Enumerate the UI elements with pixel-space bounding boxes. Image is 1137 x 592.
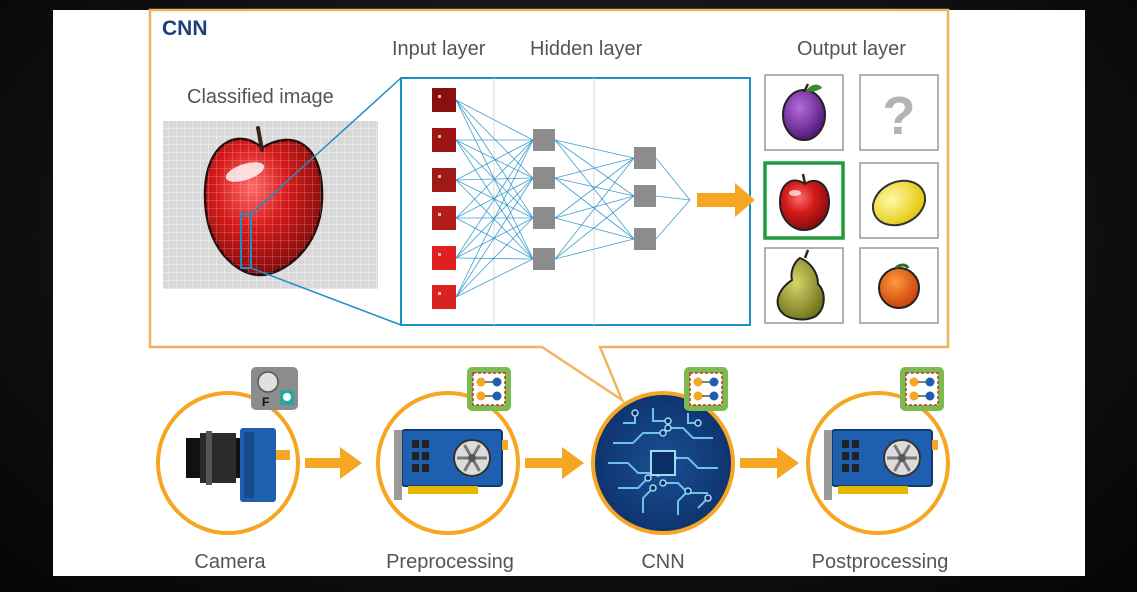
focus-window [240,213,252,269]
output-layer-label: Output layer [797,38,906,60]
panel-title: CNN [162,17,208,40]
network-connections [455,99,691,298]
hidden-node [634,185,656,207]
gpu-card-icon [824,429,938,500]
input-node [432,206,456,230]
hidden-node [533,167,555,189]
input-node [432,285,456,309]
stage-label-camera: Camera [194,551,266,573]
stage-label-cnn: CNN [641,551,685,573]
unknown-output-symbol: ? [883,86,916,146]
arrow-cnn-to-post [740,447,799,479]
input-node [432,88,456,112]
hidden-layer-label: Hidden layer [530,38,643,60]
apple-small-icon [778,173,831,232]
network-nodes [432,88,656,309]
hidden-node [533,248,555,270]
hidden-node [634,147,656,169]
output-grid [763,74,939,324]
output-arrow [697,183,755,217]
stage-label-preprocessing: Preprocessing [386,551,514,573]
hidden-node [533,129,555,151]
pear-icon [776,256,825,321]
lemon-icon [871,179,927,227]
cnn-badge-icon [684,367,728,411]
arrow-camera-to-pre [305,447,362,479]
postprocessing-badge-icon [900,367,944,411]
input-node [432,168,456,192]
classified-image-label: Classified image [187,86,334,108]
stage-label-postprocessing: Postprocessing [811,551,949,573]
input-layer-label: Input layer [392,38,486,60]
pipeline-stages [156,367,950,535]
hidden-node [533,207,555,229]
apple-image [203,126,324,277]
arrow-pre-to-cnn [525,447,584,479]
orange-icon [878,267,920,309]
camera-badge-icon [251,367,298,410]
plum-icon [782,89,826,141]
circuit-board-icon [608,408,718,515]
gpu-card-icon [394,429,508,500]
camera-icon [186,428,290,502]
output-cell-unknown [859,74,939,151]
input-node [432,246,456,270]
camera-badge-letter: F [262,395,269,409]
input-node [432,128,456,152]
hidden-node [634,228,656,250]
preprocessing-badge-icon [467,367,511,411]
